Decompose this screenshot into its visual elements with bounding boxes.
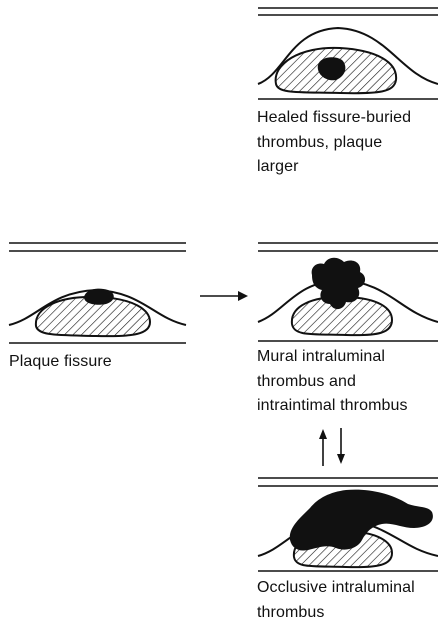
caption-line: Mural intraluminal bbox=[257, 345, 408, 370]
bidirectional-arrows bbox=[319, 428, 345, 466]
caption-line: Healed fissure-buried bbox=[257, 106, 411, 131]
caption-line: Occlusive intraluminal bbox=[257, 576, 415, 601]
caption-occlusive: Occlusive intraluminal thrombus bbox=[257, 576, 415, 625]
caption-line: intraintimal thrombus bbox=[257, 394, 408, 419]
caption-fissure: Plaque fissure bbox=[9, 350, 112, 375]
caption-line: thrombus and bbox=[257, 370, 408, 395]
caption-healed: Healed fissure-buried thrombus, plaque l… bbox=[257, 106, 411, 180]
panel-healed bbox=[258, 8, 438, 99]
caption-line: larger bbox=[257, 155, 411, 180]
caption-line: thrombus bbox=[257, 601, 415, 626]
progression-arrow bbox=[200, 291, 248, 301]
panel-occlusive bbox=[258, 478, 438, 571]
panel-fissure bbox=[9, 243, 186, 343]
caption-line: thrombus, plaque bbox=[257, 131, 411, 156]
caption-line: Plaque fissure bbox=[9, 350, 112, 375]
caption-mural: Mural intraluminal thrombus and intraint… bbox=[257, 345, 408, 419]
panel-mural bbox=[258, 243, 438, 341]
